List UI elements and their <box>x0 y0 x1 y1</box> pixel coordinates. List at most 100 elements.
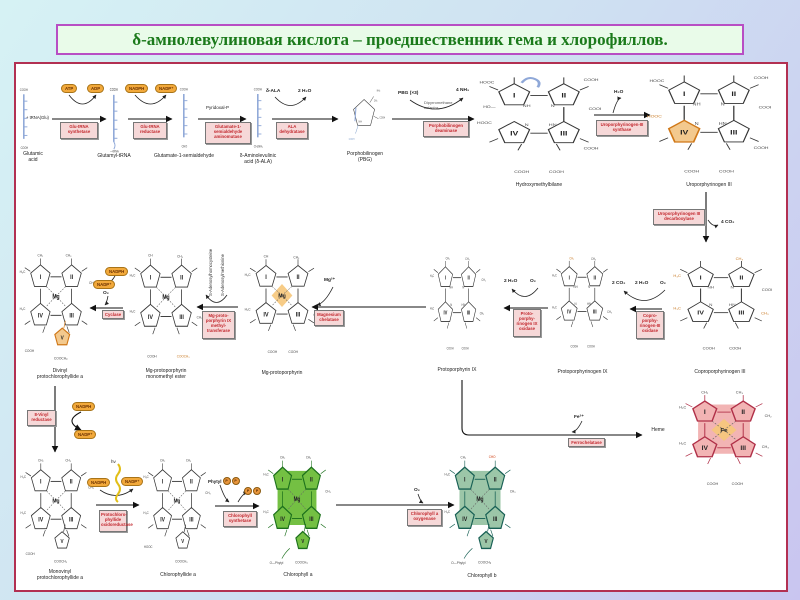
svg-text:III: III <box>189 517 194 524</box>
svg-text:CH₃: CH₃ <box>66 253 72 257</box>
svg-text:CH₂: CH₂ <box>374 100 378 102</box>
svg-text:CHO: CHO <box>182 144 188 149</box>
molecule-structure-glutamyl-trna: COOH—tRNA <box>106 84 124 160</box>
cofactor-text: 2 CO₂ <box>612 281 626 286</box>
enzyme-box-protoporphyrinogen-ix-oxidase: Proto- porphy- rinogen IX oxidase <box>513 309 541 337</box>
molecule-label-delta-ala: δ-Aminolevulinic acid (δ-ALA) <box>239 153 277 165</box>
svg-text:HOOC: HOOC <box>647 114 662 118</box>
molecule-structure-glutamic-acid: COOH COOH <box>16 84 34 156</box>
cofactor-arc <box>274 96 307 106</box>
svg-text:N: N <box>731 285 734 289</box>
svg-text:Mg: Mg <box>52 498 59 504</box>
cofactor-arc <box>409 97 464 110</box>
svg-text:CH₃: CH₃ <box>510 489 516 493</box>
svg-text:CH₃: CH₃ <box>205 491 211 495</box>
reaction-path <box>461 380 643 439</box>
enzyme-box-glu-trna-reductase: Glu-tRNA reductase <box>133 122 167 139</box>
svg-text:H₃C: H₃C <box>143 474 149 478</box>
cofactor-arc <box>134 94 167 105</box>
svg-text:NH: NH <box>449 285 453 290</box>
svg-text:II: II <box>310 477 313 484</box>
phosphate-icon: P <box>231 477 240 485</box>
cofactor-oval: ATP <box>61 84 78 93</box>
cofactor-oval: NADPH <box>125 84 149 93</box>
cofactor-oval: ADP <box>87 84 105 93</box>
svg-text:COOH: COOH <box>762 288 772 292</box>
svg-text:III: III <box>730 129 737 137</box>
svg-text:CH₃: CH₃ <box>591 257 596 261</box>
svg-text:N: N <box>525 123 530 128</box>
svg-text:NH: NH <box>707 285 714 289</box>
svg-text:H₃C: H₃C <box>263 472 269 476</box>
svg-text:II: II <box>739 275 743 281</box>
svg-text:COOH: COOH <box>26 552 36 556</box>
svg-text:IV: IV <box>148 314 153 321</box>
cofactor-text: O₂ <box>103 291 109 296</box>
svg-text:CH₂NH₂: CH₂NH₂ <box>254 144 264 149</box>
svg-text:CH₂: CH₂ <box>446 256 450 260</box>
phosphate-icon: P <box>222 477 231 485</box>
svg-text:CH₃: CH₃ <box>186 458 192 462</box>
slide-title: δ-амнолевулиновая кислота – проедшествен… <box>132 29 668 49</box>
svg-text:I: I <box>150 275 152 282</box>
svg-text:II: II <box>70 275 73 281</box>
cofactor-text: 2 H₂O <box>298 89 312 94</box>
reaction-path <box>71 411 82 431</box>
svg-text:CH₃: CH₃ <box>480 311 484 316</box>
cofactor-arc <box>205 294 228 303</box>
svg-text:III: III <box>69 313 74 319</box>
svg-text:COOH: COOH <box>684 169 699 173</box>
molecule-structure-mg-protoporphyrin: IIIIVIIIMgCHCH₃H₃CH₃CCH₃COOHCOOH <box>242 254 322 360</box>
svg-text:IV: IV <box>510 130 518 137</box>
svg-text:IV: IV <box>567 309 572 316</box>
enzyme-box-protochlorophyllide-oxidoreductase: Protochloro- phyllide oxidoreductase <box>99 510 133 532</box>
cofactor-text: O₂ <box>530 279 536 284</box>
svg-text:CH₂: CH₂ <box>280 455 286 459</box>
svg-text:CH₃: CH₃ <box>325 489 331 493</box>
svg-text:COOCH₃: COOCH₃ <box>478 560 492 564</box>
svg-text:N: N <box>721 102 726 107</box>
svg-text:I: I <box>700 275 702 281</box>
svg-text:CH₂: CH₂ <box>38 458 44 462</box>
cofactor-text: 4 NH₃ <box>456 88 470 93</box>
svg-text:HN: HN <box>587 302 592 306</box>
svg-text:II: II <box>180 275 183 282</box>
enzyme-box-8-vinyl-reductase: 8-Vinyl reductase <box>27 410 56 426</box>
svg-text:CH₂: CH₂ <box>765 414 772 418</box>
svg-text:COOH: COOH <box>110 88 118 93</box>
svg-text:II: II <box>594 275 597 282</box>
cofactor-oval: NADP⁺ <box>93 280 116 289</box>
svg-text:IV: IV <box>263 312 268 318</box>
svg-text:O—Phytyl: O—Phytyl <box>451 561 466 565</box>
svg-text:CH: CH <box>148 253 153 257</box>
svg-text:N: N <box>695 122 700 127</box>
cofactor-text: Pyridoxal-P <box>206 105 230 110</box>
molecule-label-pbg: Porphobilinogen (PBG) <box>346 151 384 163</box>
cofactor-text: S-Adenosylhomocysteine <box>208 248 213 296</box>
svg-text:HN: HN <box>549 123 558 128</box>
svg-text:HOOC: HOOC <box>649 79 664 83</box>
molecule-label-mg-protoporphyrin: Mg-protoporphyrin <box>261 370 303 376</box>
svg-text:COOH: COOH <box>20 87 29 92</box>
svg-text:IV: IV <box>462 516 467 523</box>
cofactor-oval: NADPH <box>105 267 129 276</box>
svg-text:HN: HN <box>461 303 465 308</box>
svg-text:N: N <box>588 285 591 289</box>
svg-text:COOH: COOH <box>21 146 29 151</box>
svg-text:CH₂: CH₂ <box>38 253 44 257</box>
svg-text:CH₃: CH₃ <box>88 485 94 489</box>
molecule-label-glutamic-acid: Glutamic acid <box>23 151 43 163</box>
svg-text:H₃C: H₃C <box>263 510 269 514</box>
svg-text:COOH: COOH <box>288 350 298 354</box>
svg-text:COOH: COOH <box>25 349 35 353</box>
svg-text:COOH: COOH <box>180 87 189 92</box>
svg-text:COOCH₃: COOCH₃ <box>295 560 308 564</box>
